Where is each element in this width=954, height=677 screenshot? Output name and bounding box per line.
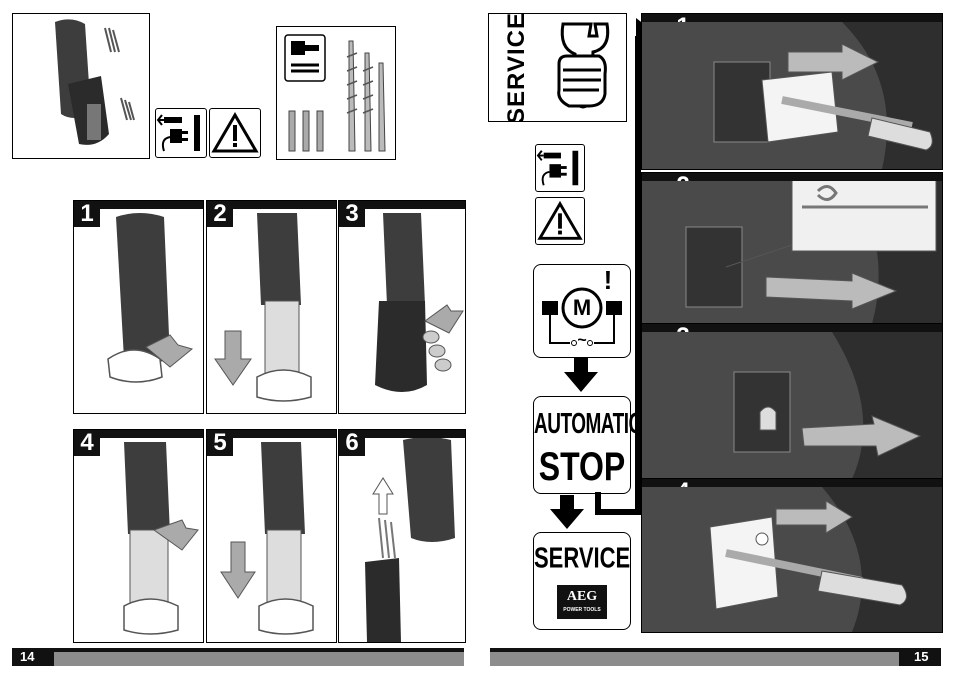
warning-icon xyxy=(209,108,261,158)
motor-label: M xyxy=(572,295,592,320)
left-step-4-panel: 4 xyxy=(73,429,204,643)
aeg-logo: AEG POWER TOOLS xyxy=(557,585,607,619)
service-header-label: SERVICE xyxy=(503,13,530,122)
aeg-brand-sub: POWER TOOLS xyxy=(563,607,601,613)
right-step-2-panel: 2 xyxy=(641,172,943,325)
left-page-footer: 14 xyxy=(12,648,464,666)
aeg-brand: AEG xyxy=(566,589,598,604)
warning-icon-right xyxy=(535,197,585,245)
right-page-number: 15 xyxy=(914,649,929,664)
flow-arrow-down-2 xyxy=(550,495,584,529)
drill-bits-illustration xyxy=(276,26,396,160)
left-step-3-panel: 3 xyxy=(338,200,466,414)
unplug-icon-right xyxy=(535,144,585,192)
right-step-4-panel: 4 xyxy=(641,478,943,633)
motor-box: M ! ~ xyxy=(533,264,631,358)
right-step-3-panel: 3 xyxy=(641,323,943,480)
left-step-1-number: 1 xyxy=(74,201,100,227)
left-step-1-panel: 1 xyxy=(73,200,204,414)
service-box: SERVICE AEG POWER TOOLS xyxy=(533,532,631,630)
motor-icon xyxy=(542,287,622,346)
left-step-4-number: 4 xyxy=(74,430,100,456)
right-page-footer: 15 xyxy=(490,648,941,666)
left-step-5-number: 5 xyxy=(207,430,233,456)
unplug-icon xyxy=(155,108,207,158)
automatic-stop-box: AUTOMATIC STOP xyxy=(533,396,642,494)
left-page-number: 14 xyxy=(20,649,35,664)
wrench-hand-icon xyxy=(557,22,610,109)
left-step-2-panel: 2 xyxy=(206,200,337,414)
service-box-label: SERVICE xyxy=(534,541,631,575)
left-step-6-number: 6 xyxy=(339,430,365,456)
service-header-box: SERVICE xyxy=(488,13,627,122)
motor-alert-mark: ! xyxy=(603,265,613,295)
stop-label: STOP xyxy=(538,443,626,489)
left-step-2-number: 2 xyxy=(207,201,233,227)
left-step-5-panel: 5 xyxy=(206,429,337,643)
automatic-label: AUTOMATIC xyxy=(534,409,642,441)
left-step-6-panel: 6 xyxy=(338,429,466,643)
motor-ac-tilde: ~ xyxy=(577,332,587,349)
overview-illustration xyxy=(12,13,150,159)
left-step-3-number: 3 xyxy=(339,201,365,227)
flow-arrow-down-1 xyxy=(564,358,598,392)
right-step-1-panel: 1 xyxy=(641,13,943,170)
